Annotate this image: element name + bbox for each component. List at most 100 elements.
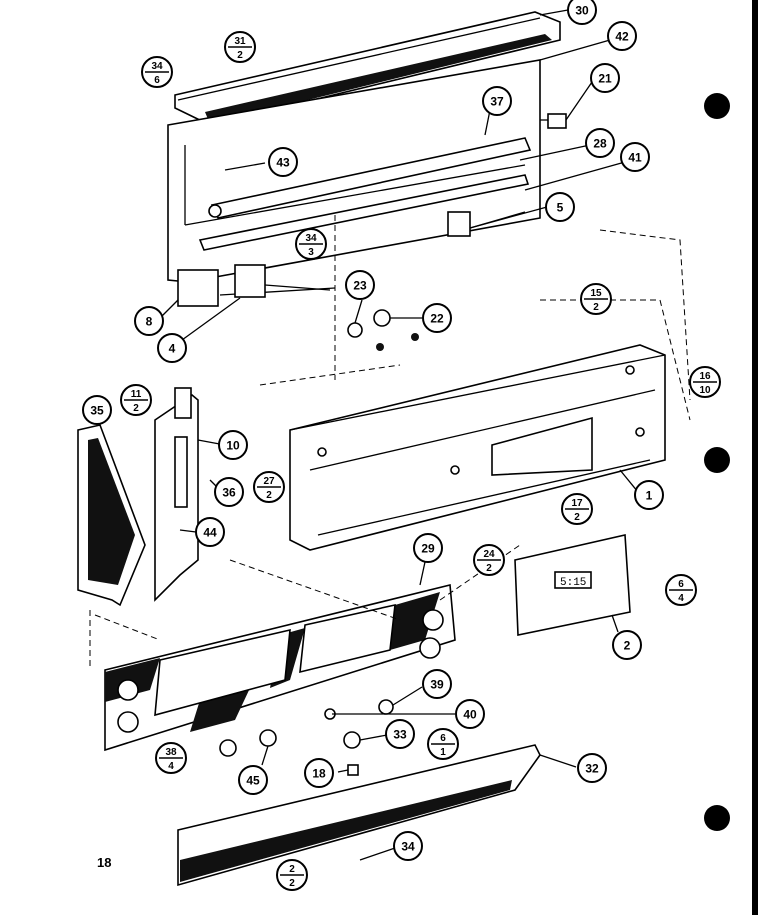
fraction-top: 34 bbox=[305, 233, 317, 244]
callout-label: 43 bbox=[276, 156, 290, 170]
fraction-top: 6 bbox=[678, 579, 684, 590]
callout-4: 4 bbox=[157, 333, 187, 363]
callout-label: 18 bbox=[312, 767, 326, 781]
bottom-trim bbox=[177, 744, 541, 887]
fraction-callout-6-4: 64 bbox=[665, 574, 697, 606]
fraction-callout-38-4: 384 bbox=[155, 742, 187, 774]
callout-39: 39 bbox=[422, 669, 452, 699]
fraction-bottom: 2 bbox=[237, 50, 243, 61]
fraction-bottom: 2 bbox=[266, 490, 272, 501]
callout-2: 2 bbox=[612, 630, 642, 660]
binder-hole-middle bbox=[704, 447, 730, 473]
callout-label: 44 bbox=[203, 526, 217, 540]
clock-readout: 5:15 bbox=[560, 577, 586, 589]
fraction-bottom: 2 bbox=[574, 512, 580, 523]
callout-label: 42 bbox=[615, 30, 629, 44]
fraction-bottom: 2 bbox=[289, 878, 295, 889]
callout-group: 3042213728414358423223510364412293940334… bbox=[82, 0, 664, 861]
callout-label: 37 bbox=[490, 95, 504, 109]
callout-label: 10 bbox=[226, 439, 240, 453]
fraction-top: 2 bbox=[289, 864, 295, 875]
page-edge-bar bbox=[752, 0, 758, 915]
fraction-top: 38 bbox=[165, 747, 177, 758]
callout-label: 21 bbox=[598, 72, 612, 86]
callout-32: 32 bbox=[577, 753, 607, 783]
fraction-bottom: 10 bbox=[699, 385, 711, 396]
callout-label: 39 bbox=[430, 678, 444, 692]
callout-42: 42 bbox=[607, 21, 637, 51]
callout-label: 23 bbox=[353, 279, 367, 293]
fraction-callout-11-2: 112 bbox=[120, 384, 152, 416]
fraction-top: 24 bbox=[483, 549, 495, 560]
callout-label: 29 bbox=[421, 542, 435, 556]
bracket-strip bbox=[198, 174, 530, 251]
fraction-top: 31 bbox=[234, 36, 246, 47]
callout-36: 36 bbox=[214, 477, 244, 507]
callout-34: 34 bbox=[393, 831, 423, 861]
knobs bbox=[219, 699, 394, 776]
fraction-bottom: 1 bbox=[440, 747, 446, 758]
alignment-lines bbox=[89, 215, 691, 670]
callout-label: 32 bbox=[585, 762, 599, 776]
callout-label: 45 bbox=[246, 774, 260, 788]
fraction-top: 34 bbox=[151, 61, 163, 72]
control-panel bbox=[289, 344, 666, 551]
callout-5: 5 bbox=[545, 192, 575, 222]
callout-35: 35 bbox=[82, 395, 112, 425]
binder-hole-bottom bbox=[704, 805, 730, 831]
callout-29: 29 bbox=[413, 533, 443, 563]
callout-label: 33 bbox=[393, 728, 407, 742]
side-cover bbox=[77, 424, 146, 607]
binder-hole-top bbox=[704, 93, 730, 119]
callout-label: 30 bbox=[575, 4, 589, 18]
callout-21: 21 bbox=[590, 63, 620, 93]
callout-28: 28 bbox=[585, 128, 615, 158]
callout-label: 35 bbox=[90, 404, 104, 418]
callout-23: 23 bbox=[345, 270, 375, 300]
callout-label: 1 bbox=[646, 489, 653, 503]
fraction-top: 6 bbox=[440, 733, 446, 744]
fraction-callout-2-2: 22 bbox=[276, 859, 308, 891]
switch-knob-parts bbox=[347, 309, 419, 351]
fraction-bottom: 6 bbox=[154, 75, 160, 86]
fraction-bottom: 3 bbox=[308, 247, 314, 258]
top-trim-piece bbox=[174, 11, 561, 126]
fraction-bottom: 2 bbox=[133, 403, 139, 414]
callout-37: 37 bbox=[482, 86, 512, 116]
callout-43: 43 bbox=[268, 147, 298, 177]
callout-label: 4 bbox=[169, 342, 176, 356]
clock-bracket: 5:15 bbox=[514, 534, 631, 636]
callout-1: 1 bbox=[634, 480, 664, 510]
vertical-bracket bbox=[154, 387, 199, 602]
callout-label: 28 bbox=[593, 137, 607, 151]
callout-40: 40 bbox=[455, 699, 485, 729]
fraction-callout-34-6: 346 bbox=[141, 56, 173, 88]
callout-label: 5 bbox=[557, 201, 564, 215]
fraction-callout-24-2: 242 bbox=[473, 544, 505, 576]
front-bezel bbox=[104, 584, 456, 752]
fraction-callout-34-3: 343 bbox=[295, 228, 327, 260]
callout-30: 30 bbox=[567, 0, 597, 25]
fraction-callout-31-2: 312 bbox=[224, 31, 256, 63]
callout-label: 2 bbox=[624, 639, 631, 653]
callout-22: 22 bbox=[422, 303, 452, 333]
fraction-bottom: 4 bbox=[168, 761, 174, 772]
fraction-top: 11 bbox=[131, 389, 142, 400]
callout-label: 34 bbox=[401, 840, 415, 854]
callout-10: 10 bbox=[218, 430, 248, 460]
fraction-callout-27-2: 272 bbox=[253, 471, 285, 503]
fraction-callout-6-1: 61 bbox=[427, 728, 459, 760]
starter bbox=[540, 113, 567, 129]
fraction-bottom: 4 bbox=[678, 593, 684, 604]
callout-label: 41 bbox=[628, 151, 642, 165]
fluorescent-tube bbox=[208, 137, 532, 219]
callout-33: 33 bbox=[385, 719, 415, 749]
rear-panel bbox=[167, 59, 541, 283]
fraction-callout-17-2: 172 bbox=[561, 493, 593, 525]
fraction-top: 17 bbox=[571, 498, 583, 509]
callout-label: 40 bbox=[463, 708, 477, 722]
fraction-bottom: 2 bbox=[486, 563, 492, 574]
